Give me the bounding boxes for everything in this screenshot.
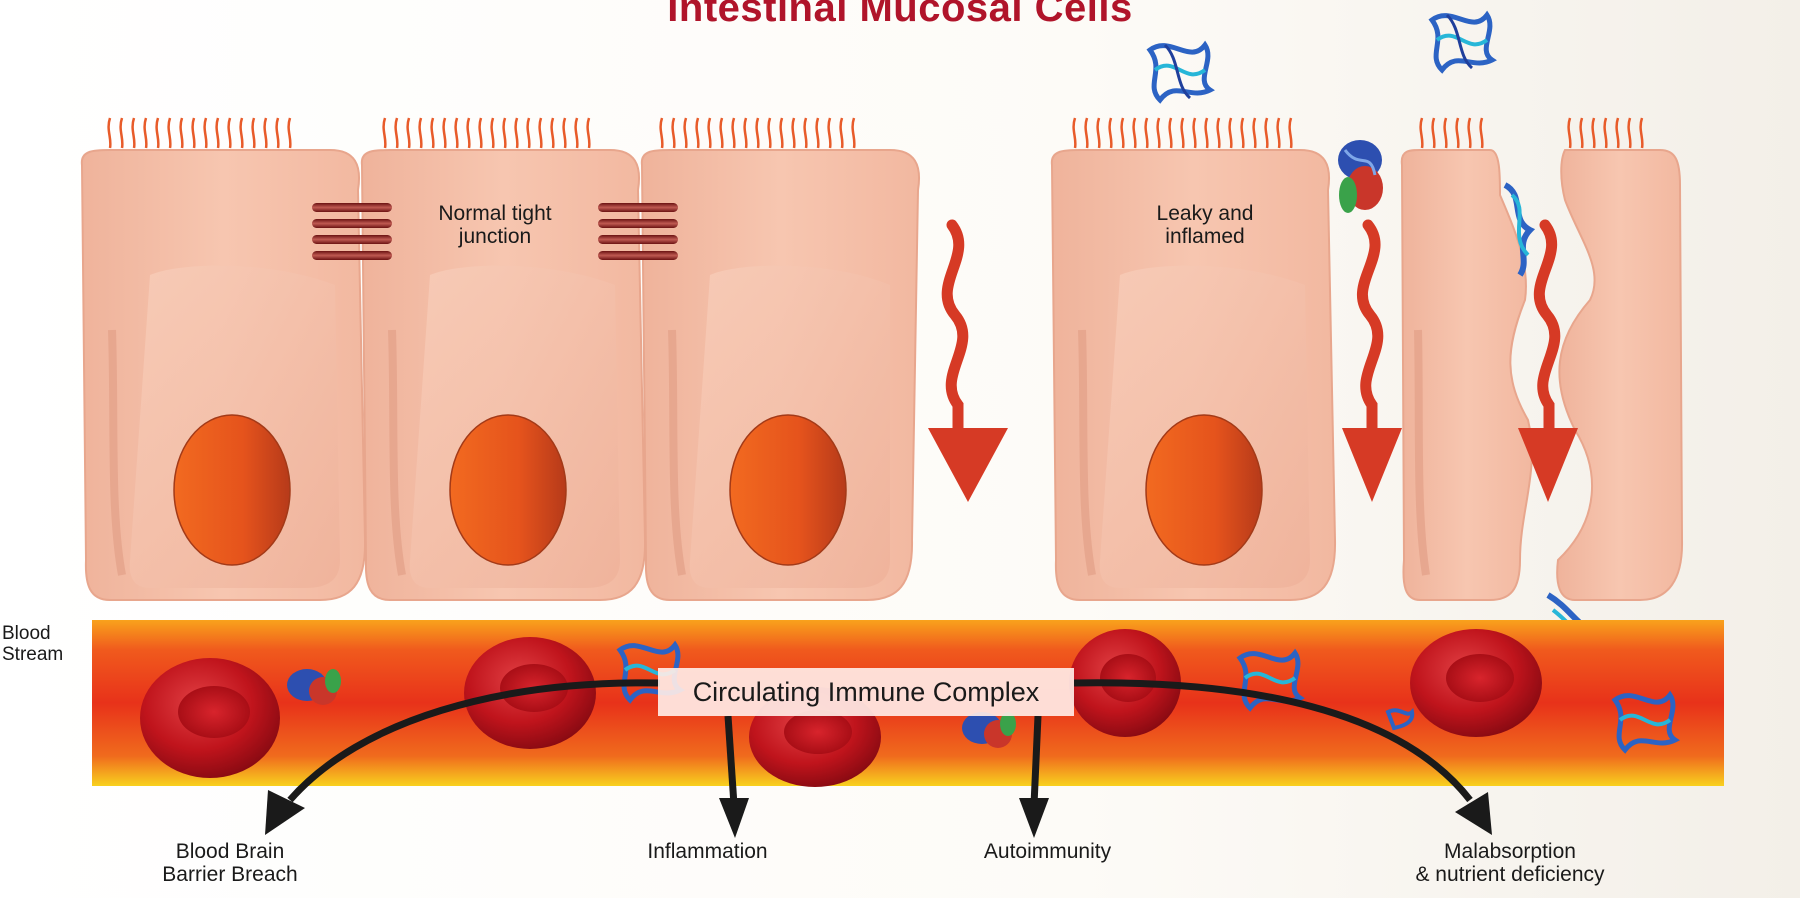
microvilli — [107, 117, 292, 149]
arrow-to-inflammation — [719, 715, 749, 838]
immune-complex — [962, 712, 1016, 748]
red-blood-cell — [1410, 629, 1542, 737]
tight-junction-left — [312, 203, 392, 260]
blood-stream-label: Blood Stream — [2, 623, 64, 665]
nucleus — [1145, 414, 1263, 566]
protein-top-1 — [1146, 40, 1215, 104]
arrow-between-groups — [928, 219, 1008, 502]
microvilli — [382, 117, 591, 149]
leaky-cell-3 — [1556, 117, 1684, 601]
normal-cell-1 — [80, 117, 367, 601]
nucleus — [449, 414, 567, 566]
leaky-inflamed-label: Leaky and inflamed — [1156, 202, 1254, 249]
protein-gap-right — [1503, 182, 1536, 277]
outcome-malabsorption-label: Malabsorption & nutrient deficiency — [1415, 840, 1605, 887]
red-blood-cell — [140, 658, 280, 778]
normal-cell-2 — [360, 117, 647, 601]
arrow-to-malabsorption — [1073, 679, 1492, 835]
diagram-title: Intestinal Mucosal Cells — [667, 0, 1133, 30]
tight-junction-right — [598, 203, 678, 260]
nucleus — [729, 414, 847, 566]
protein-top-2 — [1428, 10, 1497, 74]
normal-cell-3 — [640, 117, 920, 601]
arrow-leaky-right — [1518, 219, 1578, 502]
protein-blood — [1611, 690, 1680, 754]
circulating-immune-complex-label: Circulating Immune Complex — [658, 668, 1074, 716]
immune-complex — [287, 669, 341, 705]
protein-complex-gap — [1338, 140, 1383, 213]
arrow-to-autoimmunity — [1019, 715, 1049, 838]
nucleus — [173, 414, 291, 566]
outcome-autoimmunity-label: Autoimmunity — [983, 840, 1112, 863]
leaky-cell-2 — [1400, 117, 1533, 601]
leaky-cell-1 — [1050, 117, 1337, 601]
protein-blood — [1385, 707, 1415, 731]
arrow-leaky-left — [1342, 219, 1402, 502]
outcome-inflammation-label: Inflammation — [647, 840, 768, 863]
microvilli — [1419, 117, 1484, 149]
microvilli — [659, 117, 856, 149]
outcome-bbb-label: Blood Brain Barrier Breach — [162, 840, 298, 887]
normal-junction-label: Normal tight junction — [438, 202, 552, 249]
microvilli — [1072, 117, 1293, 149]
microvilli — [1567, 117, 1644, 149]
arrow-to-bbb — [265, 679, 661, 835]
